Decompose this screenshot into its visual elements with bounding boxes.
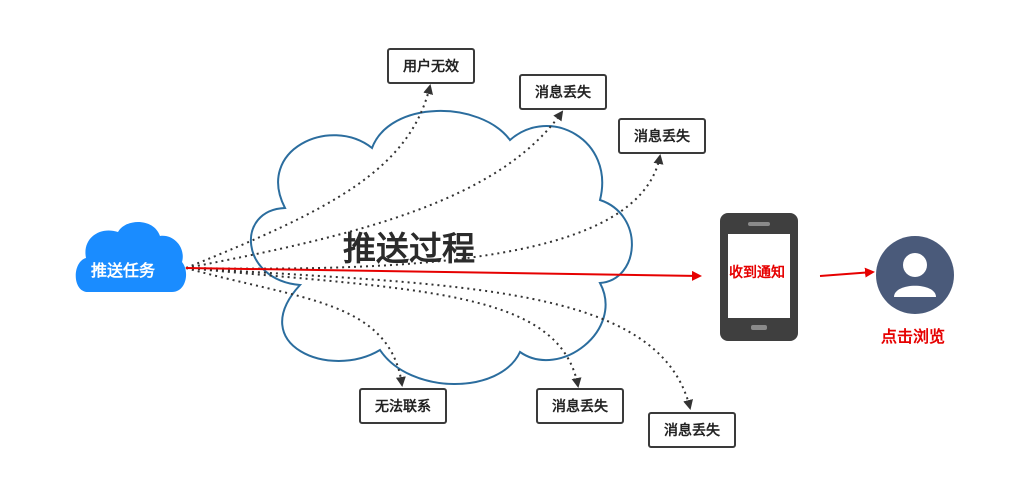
failure-box-message-lost-3: 消息丢失 bbox=[536, 388, 624, 424]
destination-label: 收到通知 bbox=[729, 265, 785, 281]
path-to-message-lost-3 bbox=[185, 267, 582, 388]
network-cloud-outline bbox=[250, 110, 633, 385]
failure-box-message-lost-2: 消息丢失 bbox=[618, 118, 706, 154]
path-to-message-lost-4 bbox=[185, 267, 693, 410]
smartphone-icon bbox=[720, 213, 798, 341]
failure-box-message-lost-4: 消息丢失 bbox=[648, 412, 736, 448]
source-label: 推送任务 bbox=[91, 261, 156, 280]
path-to-message-lost-1 bbox=[185, 110, 564, 269]
delivery-arrow bbox=[185, 267, 702, 281]
failure-box-message-lost-1: 消息丢失 bbox=[519, 74, 607, 110]
user-action-label: 点击浏览 bbox=[881, 327, 946, 346]
failure-box-unreachable: 无法联系 bbox=[359, 388, 447, 424]
path-to-user-invalid bbox=[185, 84, 434, 269]
cloud-icon bbox=[75, 221, 187, 292]
notify-to-user-arrow bbox=[819, 267, 875, 278]
user-avatar-icon bbox=[876, 236, 954, 314]
path-to-unreachable bbox=[185, 267, 406, 387]
failure-box-user-invalid: 用户无效 bbox=[387, 48, 475, 84]
diagram-title: 推送过程 bbox=[343, 229, 475, 268]
